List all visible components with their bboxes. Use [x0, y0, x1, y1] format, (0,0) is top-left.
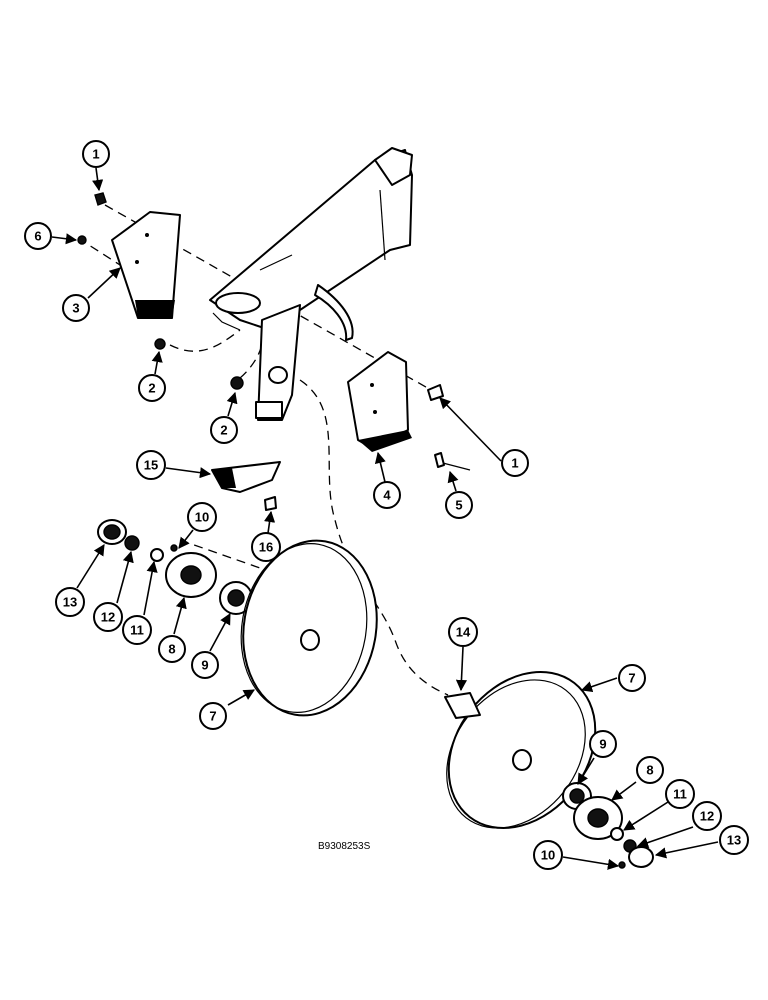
- callout-label: 6: [34, 229, 41, 244]
- callout-label: 10: [195, 510, 209, 525]
- right-hub-assembly: [562, 782, 654, 869]
- callout-10-right: 10: [533, 840, 563, 870]
- callout-label: 13: [63, 595, 77, 610]
- callout-label: 9: [599, 737, 606, 752]
- callout-9-left: 9: [191, 651, 219, 679]
- callout-label: 11: [673, 787, 687, 802]
- callout-8-left: 8: [158, 635, 186, 663]
- callout-label: 9: [201, 658, 208, 673]
- callout-13-right: 13: [719, 825, 749, 855]
- callout-3: 3: [62, 294, 90, 322]
- callout-label: 7: [209, 709, 216, 724]
- callout-10-left: 10: [187, 502, 217, 532]
- callout-label: 10: [541, 848, 555, 863]
- callout-label: 8: [646, 763, 653, 778]
- callout-label: 11: [130, 623, 144, 638]
- callout-label: 4: [383, 488, 391, 503]
- scraper-blade-left: [111, 211, 181, 319]
- callout-2-center: 2: [210, 416, 238, 444]
- parts-artwork: [77, 147, 654, 869]
- callout-label: 5: [455, 498, 462, 513]
- callout-label: 12: [700, 809, 714, 824]
- callout-label: 3: [72, 301, 79, 316]
- callout-9-right: 9: [589, 730, 617, 758]
- callout-2-left: 2: [138, 374, 166, 402]
- callout-8-right: 8: [636, 756, 664, 784]
- callouts: 1 6 3 2 2 1 4 5 15 16 10 13 12 11 8 9 7 …: [24, 140, 749, 870]
- callout-label: 7: [628, 671, 635, 686]
- disc-blade-left: [240, 539, 378, 717]
- callout-label: 13: [727, 833, 741, 848]
- callout-label: 15: [144, 458, 158, 473]
- callout-7-right: 7: [618, 664, 646, 692]
- callout-label: 1: [92, 147, 99, 162]
- callout-11-left: 11: [122, 615, 152, 645]
- leader-lines: [51, 167, 719, 870]
- callout-12-left: 12: [93, 602, 123, 632]
- frame-beam: [209, 147, 413, 341]
- callout-1-top: 1: [82, 140, 110, 168]
- callout-label: 1: [511, 456, 518, 471]
- scraper-blade-right: [347, 351, 412, 452]
- hardware: [77, 192, 471, 511]
- callout-5: 5: [445, 491, 473, 519]
- callout-13-left: 13: [55, 587, 85, 617]
- callout-1-right: 1: [501, 449, 529, 477]
- callout-label: 16: [259, 540, 273, 555]
- callout-12-right: 12: [692, 801, 722, 831]
- spindle: [444, 692, 481, 719]
- callout-6: 6: [24, 222, 52, 250]
- callout-15: 15: [136, 450, 166, 480]
- callout-4: 4: [373, 481, 401, 509]
- callout-label: 12: [101, 610, 115, 625]
- callout-label: 14: [456, 625, 471, 640]
- callout-label: 2: [148, 381, 155, 396]
- callout-7-left: 7: [199, 702, 227, 730]
- callout-label: 2: [220, 423, 227, 438]
- left-hub-assembly: [97, 519, 253, 615]
- callout-14: 14: [448, 617, 478, 647]
- drawing-code: B9308253S: [318, 841, 371, 852]
- callout-16: 16: [251, 532, 281, 562]
- shank: [255, 304, 301, 421]
- callout-11-right: 11: [665, 779, 695, 809]
- callout-label: 8: [168, 642, 175, 657]
